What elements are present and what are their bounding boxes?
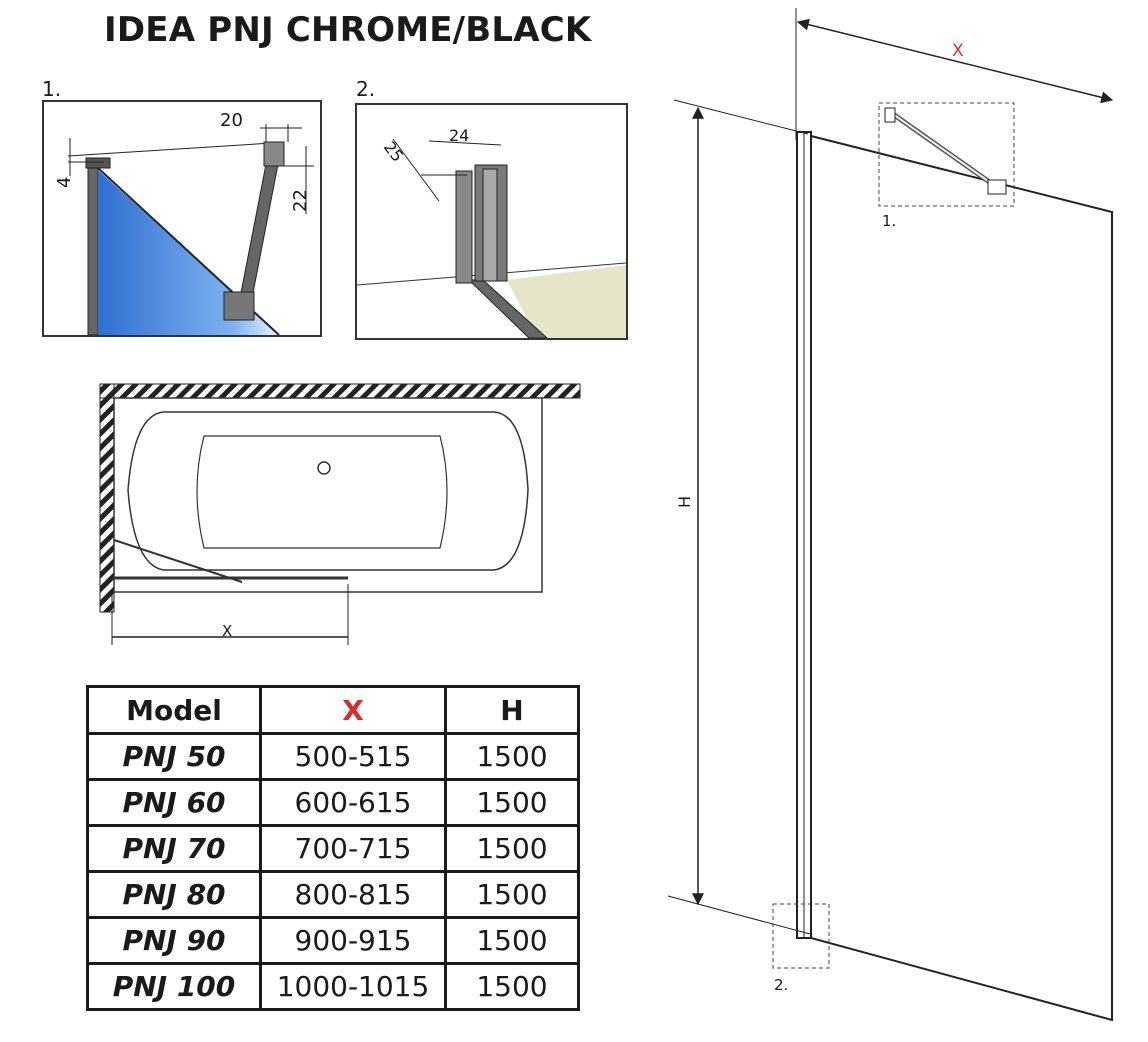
bathtub-outline bbox=[113, 397, 543, 593]
cell-model: PNJ 80 bbox=[86, 870, 262, 919]
cell-x: 600-615 bbox=[259, 778, 447, 827]
support-arm-plan bbox=[113, 539, 243, 583]
wall-bracket bbox=[263, 141, 285, 167]
cell-h: 1500 bbox=[444, 870, 580, 919]
cell-x: 500-515 bbox=[259, 732, 447, 781]
wall-left bbox=[99, 383, 115, 613]
dim-4-label: 4 bbox=[54, 177, 75, 188]
table-row: PNJ 70 700-715 1500 bbox=[86, 824, 580, 873]
cell-h: 1500 bbox=[444, 916, 580, 965]
cell-x: 700-715 bbox=[259, 824, 447, 873]
profile-left bbox=[455, 170, 473, 284]
cell-x: 900-915 bbox=[259, 916, 447, 965]
wall-top bbox=[99, 383, 581, 399]
header-model: Model bbox=[86, 685, 262, 735]
detail-2-drawing: 25 24 bbox=[357, 126, 626, 338]
cell-h: 1500 bbox=[444, 732, 580, 781]
wall-clamp bbox=[85, 157, 111, 169]
header-h: H bbox=[444, 685, 580, 735]
table-row: PNJ 60 600-615 1500 bbox=[86, 778, 580, 827]
header-x: X bbox=[259, 685, 447, 735]
cell-model: PNJ 90 bbox=[86, 916, 262, 965]
cell-x: 800-815 bbox=[259, 870, 447, 919]
drain bbox=[317, 461, 331, 475]
cell-model: PNJ 100 bbox=[86, 962, 262, 1011]
plan-view-drawing: X bbox=[99, 383, 581, 645]
callout-2-label: 2. bbox=[774, 976, 788, 994]
dim-24-label: 24 bbox=[449, 126, 469, 145]
support-arm bbox=[239, 153, 281, 299]
cell-x: 1000-1015 bbox=[259, 962, 447, 1011]
cell-h: 1500 bbox=[444, 778, 580, 827]
detail-2-panel: 25 24 bbox=[355, 103, 628, 340]
detail-1-number: 1. bbox=[42, 77, 62, 101]
elevation-drawing: X H 1. 2. bbox=[667, 8, 1114, 1022]
callout-1-label: 1. bbox=[882, 212, 896, 230]
elevation-h-label: H bbox=[675, 496, 694, 508]
table-row: PNJ 100 1000-1015 1500 bbox=[86, 962, 580, 1011]
plan-x-label: X bbox=[222, 622, 232, 640]
dim-20-label: 20 bbox=[220, 110, 243, 131]
cell-h: 1500 bbox=[444, 962, 580, 1011]
cell-model: PNJ 70 bbox=[86, 824, 262, 873]
detail-1-drawing: 20 4 22 bbox=[54, 110, 314, 335]
dim-25-label: 25 bbox=[380, 138, 408, 166]
elevation-glass-panel bbox=[810, 134, 1113, 1022]
detail-1-panel: 20 4 22 bbox=[42, 100, 322, 337]
floor-area bbox=[507, 265, 626, 338]
dim-22-label: 22 bbox=[290, 189, 311, 212]
cell-model: PNJ 60 bbox=[86, 778, 262, 827]
elevation-x-label: X bbox=[952, 41, 964, 61]
wall-profile bbox=[87, 163, 99, 335]
table-row: PNJ 90 900-915 1500 bbox=[86, 916, 580, 965]
bathtub-inner bbox=[127, 411, 529, 571]
table-row: PNJ 80 800-815 1500 bbox=[86, 870, 580, 919]
cell-model: PNJ 50 bbox=[86, 732, 262, 781]
glass-connector bbox=[223, 291, 255, 321]
page-title: IDEA PNJ CHROME/BLACK bbox=[104, 10, 592, 50]
cell-h: 1500 bbox=[444, 824, 580, 873]
callout-box-2 bbox=[772, 903, 830, 969]
table-row: PNJ 50 500-515 1500 bbox=[86, 732, 580, 781]
table-header-row: Model X H bbox=[86, 685, 580, 735]
detail-2-number: 2. bbox=[356, 77, 376, 101]
elevation-x-dimension bbox=[796, 18, 1114, 104]
spec-table: Model X H PNJ 50 500-515 1500 PNJ 60 600… bbox=[86, 685, 580, 1011]
